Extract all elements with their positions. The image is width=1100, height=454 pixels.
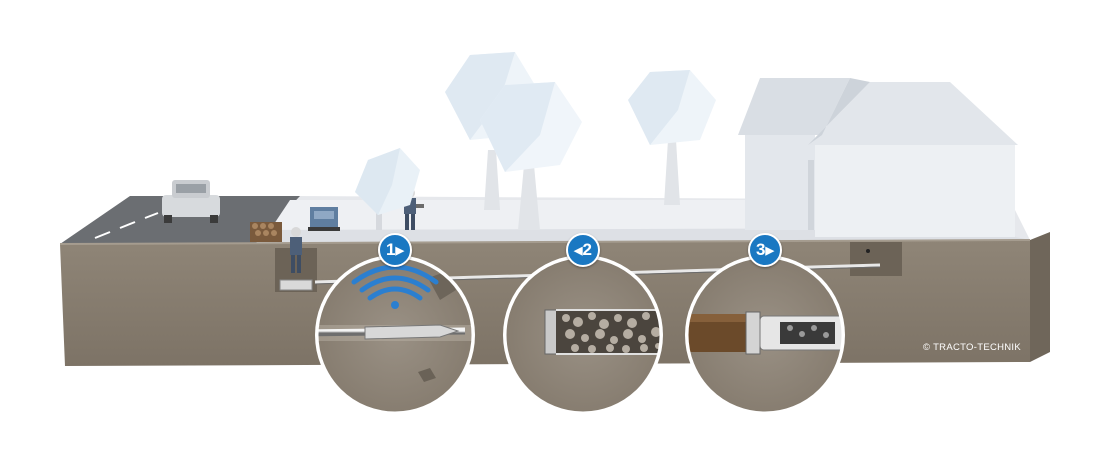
step-badge-2: ◀2: [566, 233, 600, 267]
road: [60, 196, 300, 244]
step-number-2: 2: [582, 240, 592, 259]
copyright-label: © TRACTO-TECHNIK: [923, 342, 1022, 353]
house: [738, 78, 1018, 237]
drilling-machine: [308, 207, 340, 231]
arrow-left-icon: ◀: [574, 245, 583, 257]
step-number-1: 1: [386, 240, 396, 259]
step-badge-3: 3▶: [748, 233, 782, 267]
signal-waves-icon: [351, 264, 439, 309]
pipe-stack: [250, 222, 282, 242]
detail-lens-2: [503, 255, 663, 415]
detail-lens-1: [315, 255, 475, 415]
arrow-right-icon: ▶: [395, 245, 404, 257]
arrow-right-icon: ▶: [765, 245, 774, 257]
step-number-3: 3: [756, 240, 766, 259]
tree-small: [355, 148, 420, 230]
tree-2: [480, 82, 582, 230]
step-badge-1: 1▶: [378, 233, 412, 267]
pickup-truck: [162, 180, 220, 223]
gravel-fill: [562, 312, 661, 353]
tree-3: [628, 70, 716, 205]
target-pit: [850, 242, 902, 276]
worker-pit: [290, 227, 302, 273]
